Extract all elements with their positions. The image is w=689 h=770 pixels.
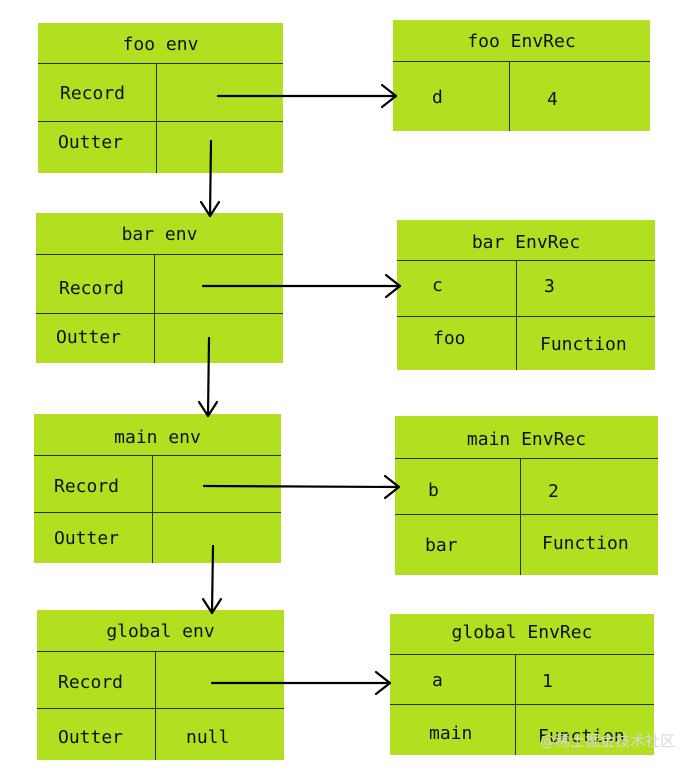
- foo-envrec-box: foo EnvRec d 4: [393, 20, 650, 131]
- outer-label: Outter: [54, 528, 120, 549]
- outer-label: Outter: [58, 132, 124, 153]
- foo-envrec-title: foo EnvRec: [467, 31, 576, 52]
- record-label: Record: [60, 83, 126, 104]
- global-env-title: global env: [106, 621, 215, 642]
- divider: [395, 458, 658, 459]
- divider: [37, 651, 284, 652]
- var-value: 4: [547, 89, 558, 110]
- outer-value: null: [186, 727, 230, 748]
- var-name: a: [432, 670, 443, 691]
- bar-envrec-box: bar EnvRec c 3 foo Function: [397, 220, 655, 370]
- record-label: Record: [59, 278, 125, 299]
- var-name: d: [432, 87, 443, 108]
- record-label: Record: [58, 672, 124, 693]
- bar-envrec-title: bar EnvRec: [471, 232, 581, 253]
- divider: [393, 61, 650, 62]
- outer-label: Outter: [58, 727, 124, 748]
- divider: [509, 61, 510, 131]
- divider: [520, 458, 521, 575]
- main-envrec-title: main EnvRec: [466, 429, 587, 450]
- record-arrow-bar: [201, 273, 402, 299]
- divider: [390, 704, 654, 705]
- divider: [390, 654, 654, 655]
- var-name: bar: [425, 535, 458, 556]
- var-value: Function: [538, 726, 625, 747]
- bar-env-title: bar env: [121, 224, 198, 245]
- foo-env-box: foo env Record Outter: [38, 23, 283, 173]
- var-name: c: [432, 275, 443, 296]
- var-name: b: [428, 480, 439, 501]
- divider: [156, 63, 157, 173]
- var-value: Function: [540, 334, 627, 355]
- divider: [397, 316, 655, 317]
- divider: [38, 63, 283, 64]
- var-value: 2: [548, 481, 559, 502]
- var-value: Function: [542, 533, 629, 554]
- divider: [152, 455, 153, 563]
- record-label: Record: [54, 476, 120, 497]
- main-envrec-box: main EnvRec b 2 bar Function: [395, 416, 658, 575]
- outer-label: Outter: [56, 327, 122, 348]
- divider: [36, 313, 283, 314]
- var-name: main: [429, 723, 473, 744]
- divider: [397, 260, 655, 261]
- var-value: 3: [544, 276, 555, 297]
- global-envrec-box: global EnvRec a 1 main Function: [390, 614, 654, 755]
- record-arrow-foo: [216, 83, 398, 109]
- divider: [34, 512, 281, 513]
- record-arrow-global: [210, 670, 392, 696]
- watermark: @稀土掘金技术社区: [540, 732, 676, 750]
- divider: [516, 260, 517, 370]
- var-value: 1: [542, 671, 553, 692]
- divider: [515, 654, 516, 755]
- foo-env-title: foo env: [122, 34, 199, 55]
- record-arrow-main: [202, 474, 401, 500]
- bar-env-box: bar env Record Outter: [36, 213, 283, 363]
- global-envrec-title: global EnvRec: [451, 622, 593, 643]
- var-name: foo: [433, 328, 466, 349]
- divider: [34, 455, 281, 456]
- global-env-box: global env Record Outter null: [37, 610, 284, 760]
- main-env-title: main env: [114, 427, 201, 448]
- divider: [154, 254, 155, 363]
- outer-arrow-foo-to-bar: [199, 139, 221, 218]
- divider: [37, 708, 284, 709]
- outer-arrow-bar-to-main: [197, 336, 219, 418]
- divider: [36, 254, 283, 255]
- divider: [38, 121, 283, 122]
- outer-arrow-main-to-global: [201, 544, 223, 615]
- divider: [155, 651, 156, 760]
- divider: [395, 514, 658, 515]
- main-env-box: main env Record Outter: [34, 414, 281, 563]
